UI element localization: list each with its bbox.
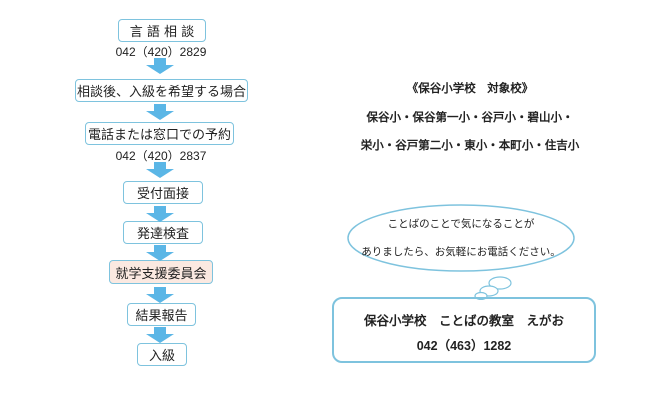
step-label: 入級 — [148, 349, 175, 364]
step-committee: 就学支援委員会 — [109, 260, 213, 284]
consult-phone: 042（420）2829 — [115, 45, 207, 59]
step-development-test: 発達検査 — [123, 221, 203, 244]
contact-box: 保谷小学校 ことばの教室 えがお 042（463）1282 — [332, 297, 596, 363]
contact-phone: 042（463）1282 — [416, 339, 512, 353]
step-intake-interview: 受付面接 — [123, 181, 203, 204]
step-label: 発達検査 — [136, 227, 189, 242]
step-label: 相談後、入級を希望する場合 — [76, 85, 246, 100]
step-result-report: 結果報告 — [127, 303, 196, 326]
step-label: 言 語 相 談 — [129, 25, 195, 40]
step-enrollment: 入級 — [137, 343, 187, 366]
flow-arrow-icon — [146, 287, 174, 303]
schools-title: 《保谷小学校 対象校》 — [406, 81, 534, 95]
flow-arrow-icon — [146, 327, 174, 343]
step-label: 結果報告 — [135, 309, 188, 324]
bubble-line-2: ありましたら、お気軽にお電話ください。 — [361, 246, 561, 258]
step-after-consult: 相談後、入級を希望する場合 — [75, 79, 248, 102]
flow-arrow-icon — [146, 104, 174, 120]
step-reservation: 電話または窓口での予約 — [85, 122, 234, 145]
step-consultation: 言 語 相 談 — [118, 19, 206, 42]
flow-arrow-icon — [146, 206, 174, 222]
schools-line-2: 栄小・谷戸第二小・東小・本町小・住吉小 — [360, 138, 580, 152]
bubble-line-1: ことばのことで気になることが — [387, 218, 535, 230]
reserve-phone: 042（420）2837 — [115, 149, 207, 163]
flow-arrow-icon — [146, 245, 174, 261]
flow-arrow-icon — [146, 58, 174, 74]
flow-arrow-icon — [146, 162, 174, 178]
contact-name: 保谷小学校 ことばの教室 えがお — [363, 313, 564, 328]
schools-line-1: 保谷小・保谷第一小・谷戸小・碧山小・ — [366, 110, 574, 124]
step-label: 電話または窓口での予約 — [87, 128, 231, 143]
step-label: 受付面接 — [136, 187, 189, 202]
step-label: 就学支援委員会 — [115, 266, 207, 282]
